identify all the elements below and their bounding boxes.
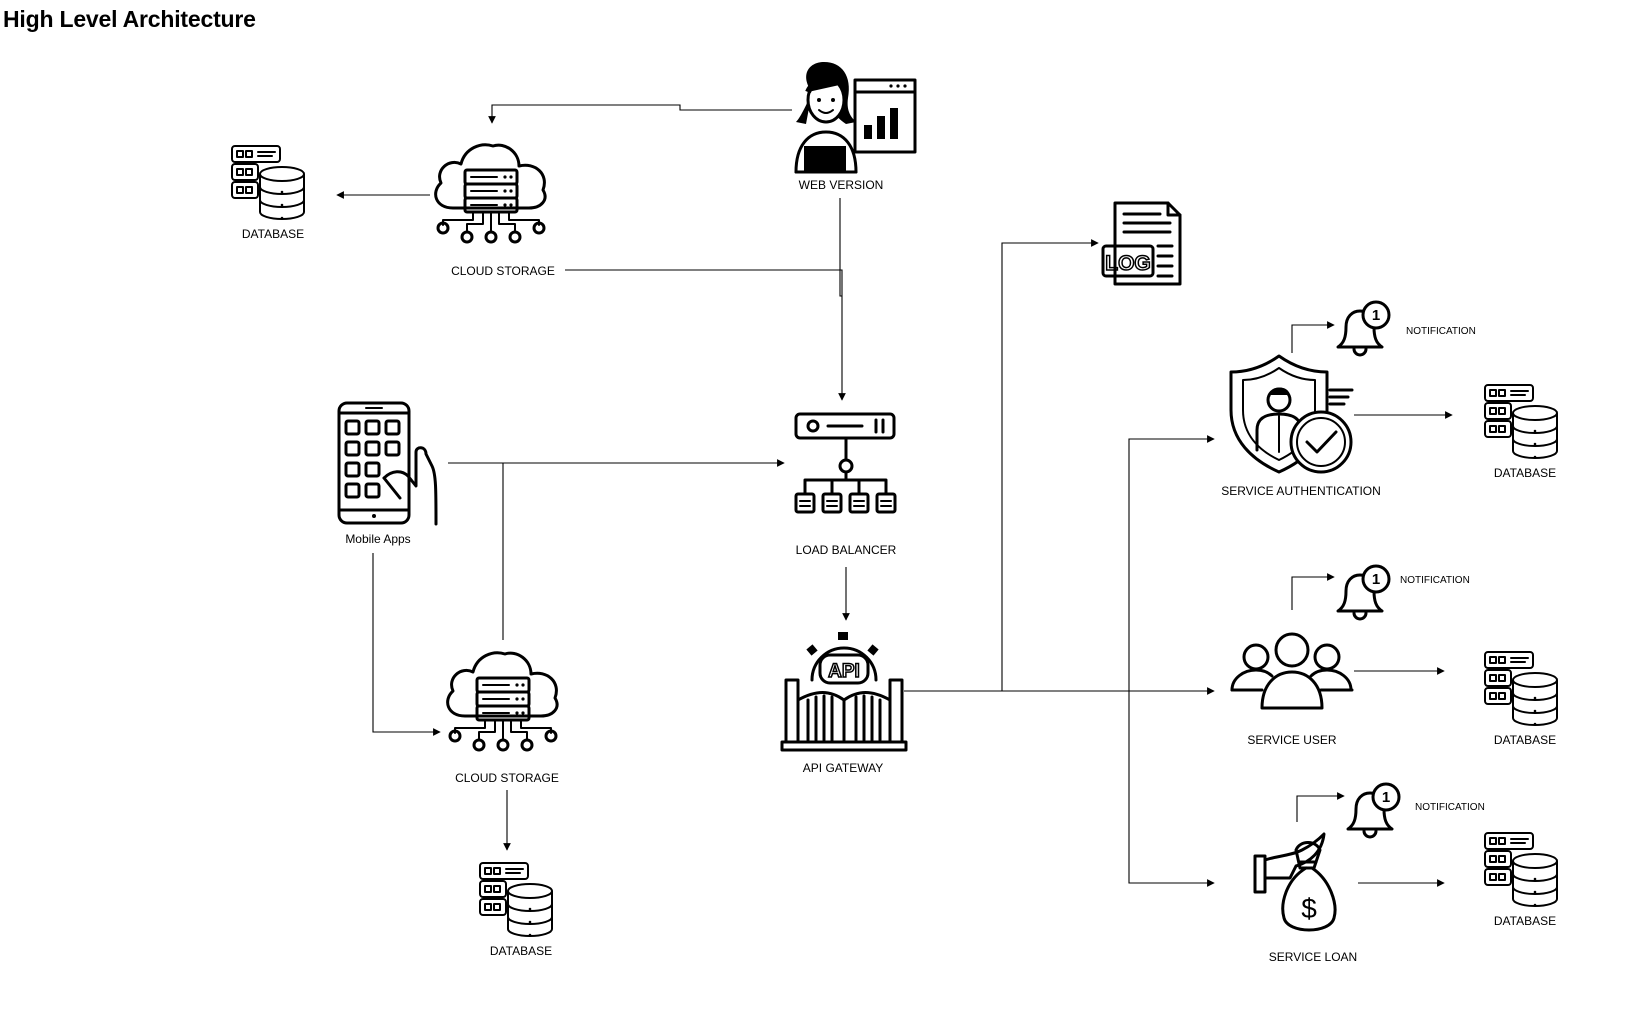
label-notification-3: NOTIFICATION xyxy=(1415,802,1485,813)
node-database-top-left: DATABASE xyxy=(231,145,305,241)
log-file-icon: LOG xyxy=(1101,201,1182,286)
bell-icon xyxy=(1346,782,1401,839)
label-database-user: DATABASE xyxy=(1494,733,1556,747)
label-database-top-left: DATABASE xyxy=(242,227,304,241)
node-api-gateway: API API GATEWAY xyxy=(780,632,908,775)
database-icon xyxy=(1484,384,1558,460)
bell-icon xyxy=(1336,564,1391,621)
label-api-gateway: API GATEWAY xyxy=(803,761,883,775)
node-database-loan: DATABASE xyxy=(1484,832,1558,928)
edge-web-to-cloud-top xyxy=(488,104,792,124)
node-cloud-storage-bottom: CLOUD STORAGE xyxy=(446,651,559,785)
edge-cloud-top-to-lb xyxy=(565,269,842,297)
node-cloud-storage-top: CLOUD STORAGE xyxy=(434,143,555,278)
label-notification-1: NOTIFICATION xyxy=(1406,326,1476,337)
node-mobile-apps: Mobile Apps xyxy=(337,401,438,546)
log-text: LOG xyxy=(1105,252,1151,275)
page-title: High Level Architecture xyxy=(3,6,256,32)
node-web-version: WEB VERSION xyxy=(794,62,917,192)
label-database-bottom: DATABASE xyxy=(490,944,552,958)
api-gateway-icon: API xyxy=(780,632,908,752)
label-notification-2: NOTIFICATION xyxy=(1400,575,1470,586)
node-notification-2: 1 NOTIFICATION xyxy=(1336,564,1470,621)
node-notification-3: 1 NOTIFICATION xyxy=(1346,782,1485,839)
node-log: LOG xyxy=(1101,201,1182,286)
label-mobile-apps: Mobile Apps xyxy=(345,532,410,546)
bell-icon xyxy=(1336,300,1391,357)
shield-user-check-icon xyxy=(1229,354,1354,474)
edge-api-to-log xyxy=(1001,239,1099,691)
label-web-version: WEB VERSION xyxy=(799,178,884,192)
database-icon xyxy=(231,145,305,221)
edge-user-to-notification xyxy=(1291,573,1335,610)
node-database-bottom: DATABASE xyxy=(479,862,553,958)
cloud-storage-icon xyxy=(434,143,547,244)
api-text: API xyxy=(828,661,860,682)
label-database-loan: DATABASE xyxy=(1494,914,1556,928)
connections xyxy=(336,104,1453,887)
edge-api-to-service-loan xyxy=(1128,691,1215,887)
money-bag-hand-icon: $ xyxy=(1253,832,1337,932)
edge-web-to-lb xyxy=(838,198,846,401)
node-database-user: DATABASE xyxy=(1484,651,1558,747)
cloud-storage-icon xyxy=(446,651,559,752)
label-load-balancer: LOAD BALANCER xyxy=(796,543,897,557)
node-database-auth: DATABASE xyxy=(1484,384,1558,480)
label-cloud-storage-top: CLOUD STORAGE xyxy=(451,264,555,278)
edge-mobile-to-cloud-bottom xyxy=(372,553,441,736)
bell-badge-count: 1 xyxy=(1372,307,1380,324)
node-notification-1: 1 NOTIFICATION xyxy=(1336,300,1476,357)
node-service-authentication: SERVICE AUTHENTICATION xyxy=(1221,354,1381,498)
web-user-icon xyxy=(794,62,917,174)
edge-api-to-service-auth xyxy=(1128,435,1215,691)
dollar-sign: $ xyxy=(1301,893,1317,924)
database-icon xyxy=(1484,651,1558,727)
label-service-authentication: SERVICE AUTHENTICATION xyxy=(1221,484,1381,498)
label-database-auth: DATABASE xyxy=(1494,466,1556,480)
node-load-balancer: LOAD BALANCER xyxy=(794,412,897,557)
load-balancer-icon xyxy=(794,412,897,514)
label-service-loan: SERVICE LOAN xyxy=(1269,950,1357,964)
node-service-loan: $ SERVICE LOAN xyxy=(1253,832,1357,964)
mobile-phone-icon xyxy=(337,401,438,526)
database-icon xyxy=(1484,832,1558,908)
node-service-user: SERVICE USER xyxy=(1230,632,1354,747)
bell-badge-count: 1 xyxy=(1382,789,1390,806)
database-icon xyxy=(479,862,553,938)
bell-badge-count: 1 xyxy=(1372,571,1380,588)
edge-auth-to-notification xyxy=(1291,321,1335,353)
users-group-icon xyxy=(1230,632,1354,710)
label-cloud-storage-bottom: CLOUD STORAGE xyxy=(455,771,559,785)
label-service-user: SERVICE USER xyxy=(1247,733,1336,747)
edge-loan-to-notification xyxy=(1296,792,1345,822)
